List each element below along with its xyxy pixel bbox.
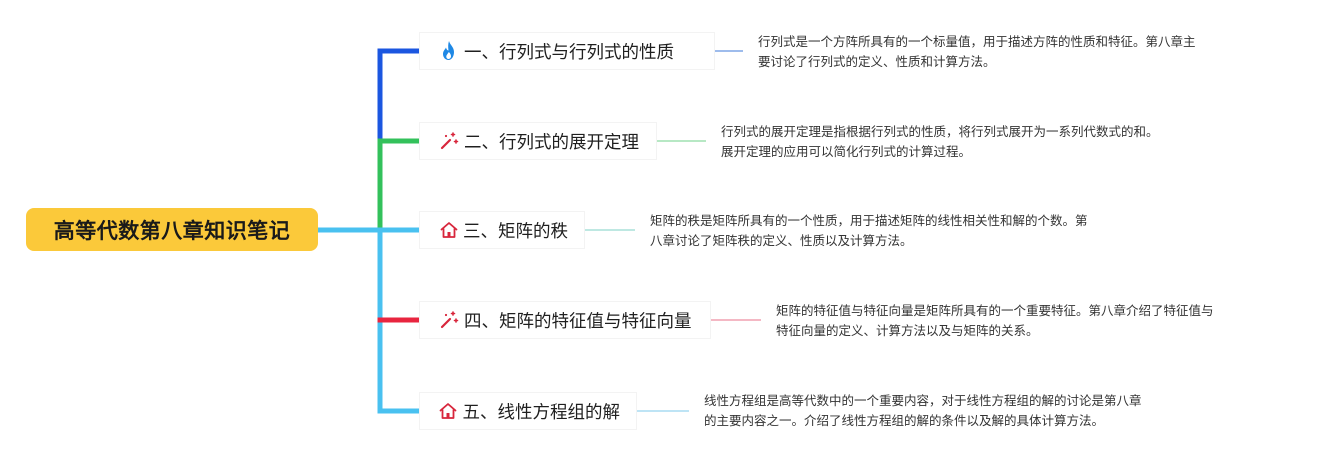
note-line: 要讨论了行列式的定义、性质和计算方法。 [758, 54, 996, 69]
note-determinant-properties: 行列式是一个方阵所具有的一个标量值，用于描述方阵的性质和特征。第八章主 要讨论了… [758, 32, 1196, 72]
topic-expansion-theorem[interactable]: 二、行列式的展开定理 [420, 123, 656, 159]
topic-label: 四、矩阵的特征值与特征向量 [464, 311, 692, 332]
note-expansion-theorem: 行列式的展开定理是指根据行列式的性质，将行列式展开为一系列代数式的和。 展开定理… [721, 122, 1159, 162]
note-matrix-rank: 矩阵的秩是矩阵所具有的一个性质，用于描述矩阵的线性相关性和解的个数。第 八章讨论… [650, 211, 1088, 251]
note-line: 行列式是一个方阵所具有的一个标量值，用于描述方阵的性质和特征。第八章主 [758, 34, 1196, 49]
note-linear-equations: 线性方程组是高等代数中的一个重要内容，对于线性方程组的解的讨论是第八章 的主要内… [704, 391, 1142, 431]
note-line: 矩阵的特征值与特征向量是矩阵所具有的一个重要特征。第八章介绍了特征值与 [776, 303, 1214, 318]
topic-determinant-properties[interactable]: 一、行列式与行列式的性质 [420, 33, 714, 69]
note-line: 行列式的展开定理是指根据行列式的性质，将行列式展开为一系列代数式的和。 [721, 124, 1159, 139]
fire-icon [438, 40, 460, 62]
topic-label: 五、线性方程组的解 [462, 402, 621, 423]
root-topic[interactable]: 高等代数第八章知识笔记 [26, 208, 318, 251]
note-line: 矩阵的秩是矩阵所具有的一个性质，用于描述矩阵的线性相关性和解的个数。第 [650, 213, 1088, 228]
topic-label: 二、行列式的展开定理 [464, 132, 639, 153]
note-line: 八章讨论了矩阵秩的定义、性质以及计算方法。 [650, 233, 913, 248]
topic-label: 一、行列式与行列式的性质 [464, 42, 674, 63]
topic-matrix-rank[interactable]: 三、矩阵的秩 [420, 212, 584, 248]
topic-linear-equations[interactable]: 五、线性方程组的解 [420, 393, 636, 429]
note-line: 线性方程组是高等代数中的一个重要内容，对于线性方程组的解的讨论是第八章 [704, 393, 1142, 408]
topic-label: 三、矩阵的秩 [463, 221, 568, 242]
home-icon [438, 400, 459, 422]
note-line: 展开定理的应用可以简化行列式的计算过程。 [721, 144, 972, 159]
note-eigenvalues: 矩阵的特征值与特征向量是矩阵所具有的一个重要特征。第八章介绍了特征值与 特征向量… [776, 301, 1214, 341]
note-line: 特征向量的定义、计算方法以及与矩阵的关系。 [776, 323, 1039, 338]
root-topic-label: 高等代数第八章知识笔记 [53, 218, 291, 243]
note-line: 的主要内容之一。介绍了线性方程组的解的条件以及解的具体计算方法。 [704, 413, 1105, 428]
home-icon [438, 219, 459, 241]
magic-wand-icon [438, 309, 460, 331]
magic-wand-icon [438, 130, 460, 152]
topic-eigenvalues[interactable]: 四、矩阵的特征值与特征向量 [420, 302, 710, 338]
